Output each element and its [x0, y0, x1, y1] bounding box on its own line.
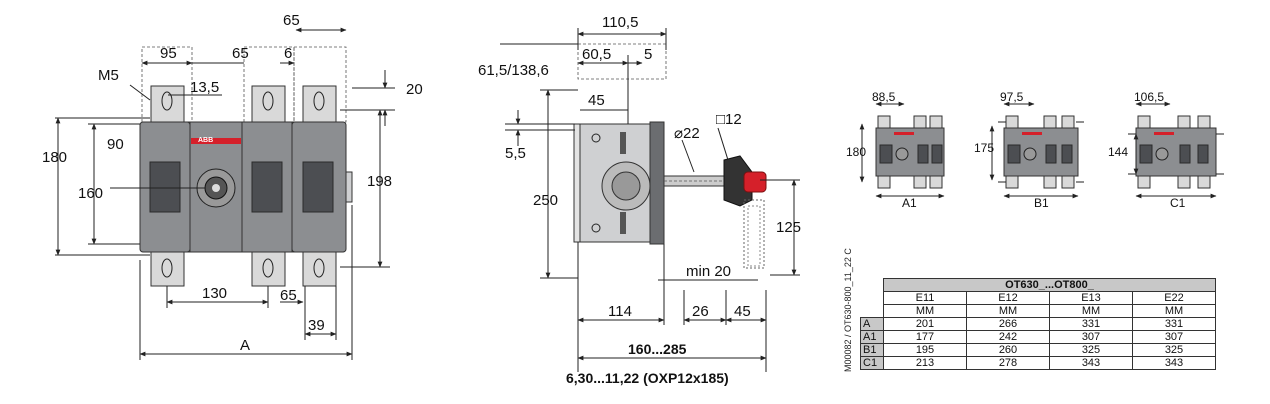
row-label: A [860, 317, 884, 331]
mini-view-c1: 106,5 144 C1 [1108, 90, 1224, 210]
dim-min-20: min 20 [686, 263, 731, 280]
table-unit: MM [883, 304, 967, 318]
abb-logo: ABB [198, 137, 213, 144]
dim-160: 160 [78, 185, 103, 202]
table-col-header: E22 [1132, 291, 1216, 305]
dim-110-5: 110,5 [602, 14, 638, 31]
table-cell: 266 [966, 317, 1050, 331]
switch-body: ABB [139, 121, 353, 253]
bottom-terminals [150, 251, 337, 287]
dim-95: 95 [160, 45, 177, 62]
table-row: A 201 266 331 331 [860, 317, 1216, 331]
table-row: C1 213 278 343 343 [860, 356, 1216, 370]
dim-61-5-138-6: 61,5/138,6 [478, 62, 549, 79]
table-cell: 331 [1049, 317, 1133, 331]
table-cell: 343 [1132, 356, 1216, 370]
mini-b1-width: 97,5 [1000, 90, 1024, 104]
table-col-header: E13 [1049, 291, 1133, 305]
mini-c1-label: C1 [1170, 196, 1186, 210]
table-cell: 325 [1049, 343, 1133, 357]
table-unit: MM [1132, 304, 1216, 318]
table-cell: 307 [1132, 330, 1216, 344]
top-terminals [150, 85, 337, 123]
dim-sq-12: □12 [716, 111, 742, 128]
mini-b1-label: B1 [1034, 196, 1049, 210]
dim-65: 65 [232, 45, 249, 62]
mini-c1-width: 106,5 [1134, 90, 1164, 104]
dim-250: 250 [533, 192, 558, 209]
dimension-table: OT630_...OT800_ E11 E12 E13 E22 MM MM MM… [860, 278, 1216, 370]
table-cell: 343 [1049, 356, 1133, 370]
mini-view-a1: 88,5 180 A1 [846, 90, 945, 210]
dim-45-top: 45 [588, 92, 605, 109]
dim-114: 114 [608, 303, 632, 320]
table-col-header: E12 [966, 291, 1050, 305]
dim-60-5: 60,5 [582, 46, 611, 63]
dim-dia-22: ⌀22 [674, 125, 700, 142]
table-cell: 201 [883, 317, 967, 331]
dim-13-5: 13,5 [190, 79, 219, 96]
dim-m5: M5 [98, 67, 119, 84]
table-unit: MM [966, 304, 1050, 318]
dim-90: 90 [107, 136, 124, 153]
table-row: B1 195 260 325 325 [860, 343, 1216, 357]
dim-65-top: 65 [283, 12, 300, 29]
abb-stripe [191, 138, 241, 144]
mini-b1-height: 175 [974, 141, 994, 155]
table-cell: 325 [1132, 343, 1216, 357]
table-cell: 177 [883, 330, 967, 344]
table-row: A1 177 242 307 307 [860, 330, 1216, 344]
dim-45-bottom: 45 [734, 303, 751, 320]
dim-125: 125 [776, 219, 801, 236]
dim-26: 26 [692, 303, 709, 320]
table-cell: 213 [883, 356, 967, 370]
dim-65-bottom: 65 [280, 287, 297, 304]
side-view: 110,5 61,5/138,6 60,5 5 45 5,5 ⌀22 □12 2… [478, 14, 801, 386]
handle [723, 155, 767, 269]
dim-6: 6 [284, 45, 292, 62]
table-cell: 278 [966, 356, 1050, 370]
dim-a: A [240, 337, 250, 354]
dim-39: 39 [308, 317, 325, 334]
table-title: OT630_...OT800_ [883, 278, 1216, 292]
table-cell: 242 [966, 330, 1050, 344]
mini-a1-width: 88,5 [872, 90, 896, 104]
dim-20: 20 [406, 81, 423, 98]
mini-a1-label: A1 [902, 196, 917, 210]
side-view-caption: 6,30...11,22 (OXP12x185) [566, 370, 729, 386]
table-cell: 307 [1049, 330, 1133, 344]
table-cell: 260 [966, 343, 1050, 357]
row-label: A1 [860, 330, 884, 344]
dim-180: 180 [42, 149, 67, 166]
dim-130: 130 [202, 285, 227, 302]
dim-5-5: 5,5 [505, 145, 526, 162]
document-id: M00082 / OT630-800_11_22 C [843, 248, 853, 372]
table-cell: 195 [883, 343, 967, 357]
dim-5: 5 [644, 46, 652, 63]
mini-c1-height: 144 [1108, 145, 1128, 159]
table-unit: MM [1049, 304, 1133, 318]
table-cell: 331 [1132, 317, 1216, 331]
row-label: C1 [860, 356, 884, 370]
dim-160-285: 160...285 [628, 341, 687, 357]
table-col-header: E11 [883, 291, 967, 305]
mini-a1-height: 180 [846, 145, 866, 159]
dim-198: 198 [367, 173, 392, 190]
row-label: B1 [860, 343, 884, 357]
front-view: ABB [42, 12, 423, 360]
mini-view-b1: 97,5 175 B1 [974, 90, 1084, 210]
